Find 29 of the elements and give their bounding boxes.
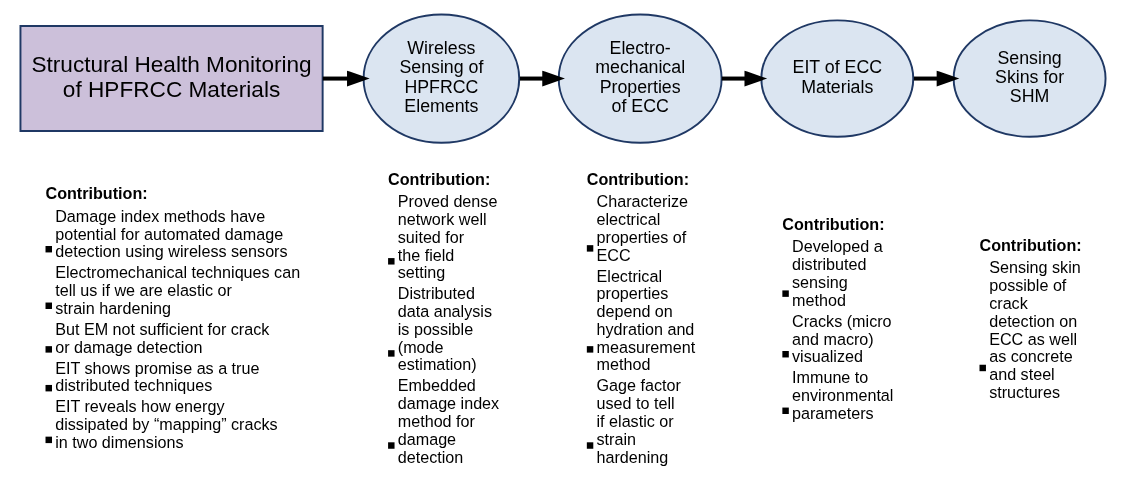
node-label: Distributed data analysis is possible (mode estimation) bbox=[397, 284, 492, 374]
node-label: Proved dense network well suited for the field setting bbox=[397, 192, 497, 282]
node-ellipse: Electro-mechanical Properties of ECC bbox=[557, 13, 723, 144]
arrow bbox=[913, 70, 959, 87]
node-label: Cracks (micro and macro) visualized bbox=[791, 311, 892, 366]
node-label: Contribution: bbox=[979, 235, 1082, 254]
arrow bbox=[721, 70, 767, 87]
node-label: Sensing skin possible of crack detection on ECC as well as concrete and steel structures bbox=[988, 258, 1081, 401]
node-label: Gage factor used to tell if elastic or strain hardening bbox=[596, 376, 681, 466]
node-label: Embedded damage index method for damage detection bbox=[397, 376, 499, 466]
node-label: Contribution: bbox=[586, 169, 689, 188]
arrow bbox=[322, 70, 370, 87]
node-box: Structural Health Monitoring of HPFRCC Materials bbox=[19, 25, 324, 133]
node-ellipse: Wireless Sensing of HPFRCC Elements bbox=[362, 13, 520, 144]
node-label: Contribution: bbox=[387, 169, 490, 188]
node-ellipse: EIT of ECC Materials bbox=[759, 19, 914, 138]
node-label: Electrical properties depend on hydration and measurement method bbox=[596, 266, 695, 374]
node-label: Contribution: bbox=[781, 214, 885, 233]
node-label: Characterize electrical properties of ECC bbox=[596, 192, 688, 264]
node-label: Developed a distributed sensing method bbox=[791, 237, 883, 309]
node-label: Contribution: bbox=[45, 184, 148, 203]
node-label: EIT shows promise as a true distributed techniques bbox=[54, 358, 259, 395]
node-label: But EM not sufficient for crack or damage detection bbox=[54, 319, 269, 356]
node-label: Immune to environmental parameters bbox=[791, 368, 893, 422]
arrow bbox=[519, 70, 565, 87]
node-label: EIT reveals how energy dissipated by “mapping” cracks in two dimensions bbox=[54, 397, 278, 451]
node-ellipse: Sensing Skins for SHM bbox=[952, 19, 1106, 138]
node-label: Damage index methods have potential for automated damage detection using wireless sensors bbox=[54, 206, 288, 261]
node-label: Electromechanical techniques can tell us if we are elastic or strain hardening bbox=[54, 263, 300, 317]
